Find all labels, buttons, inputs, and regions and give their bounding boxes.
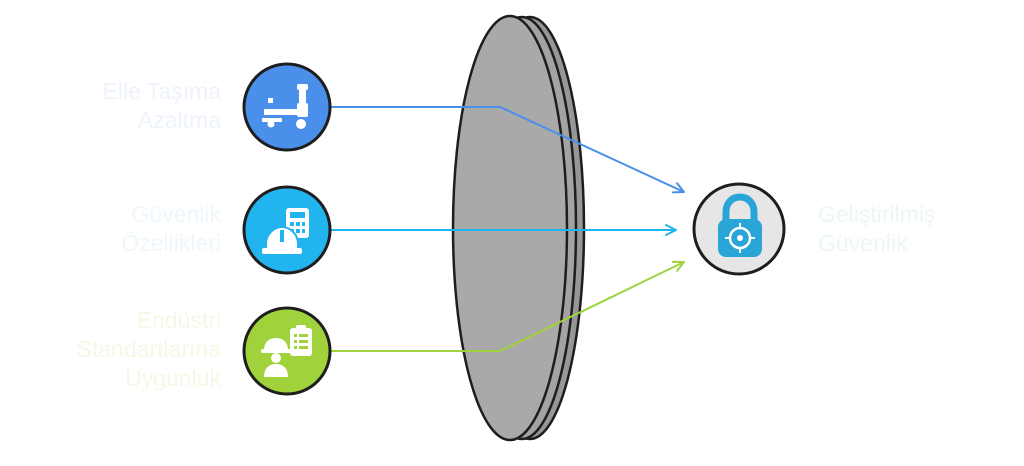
label-enhanced-safety-line-2: Güvenlik (818, 230, 908, 256)
connectors (330, 106, 685, 352)
label-industry-standards-line-3: Uygunluk (125, 365, 221, 391)
label-enhanced-safety: Geliştirilmiş Güvenlik (818, 200, 936, 258)
label-safety-features-line-1: Güvenlik (131, 201, 221, 227)
label-safety-features: Güvenlik Özellikleri (121, 200, 221, 258)
padlock-target-icon (718, 193, 762, 257)
lens (451, 14, 586, 442)
worker-checklist-icon (261, 325, 312, 377)
node-enhanced-safety (692, 182, 786, 276)
node-manual-handling (242, 62, 332, 152)
connector-industry-standards (330, 260, 685, 352)
connector-manual-handling (330, 106, 685, 194)
lens-front-face (451, 14, 569, 442)
node-manual-handling-circle (242, 62, 332, 152)
node-industry-standards (242, 306, 332, 396)
label-industry-standards-line-1: Endüstri (136, 307, 221, 333)
label-manual-handling-line-1: Elle Taşıma (102, 78, 221, 104)
label-manual-handling-line-2: Azaltma (137, 107, 221, 133)
node-safety-features (242, 185, 332, 275)
label-industry-standards: Endüstri Standartlarına Uygunluk (77, 306, 221, 393)
label-manual-handling: Elle Taşıma Azaltma (103, 77, 221, 135)
label-industry-standards-line-2: Standartlarına (76, 336, 221, 362)
pallet-jack-icon (262, 84, 308, 129)
label-safety-features-line-2: Özellikleri (121, 230, 221, 256)
label-enhanced-safety-line-1: Geliştirilmiş (818, 201, 936, 227)
hard-hat-calculator-icon (262, 208, 309, 254)
